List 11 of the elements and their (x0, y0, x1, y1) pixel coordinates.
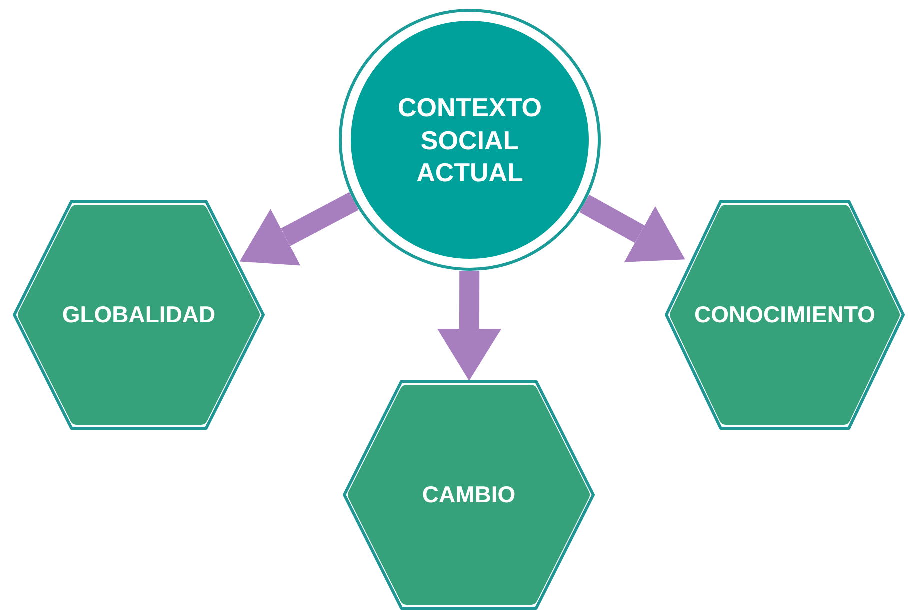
arrow (437, 270, 502, 381)
node-label: CONOCIMIENTO (693, 300, 877, 330)
hexagon-node (343, 380, 595, 610)
node-label: GLOBALIDAD (61, 300, 217, 330)
hexagon-node (665, 200, 905, 430)
arrow (580, 194, 686, 262)
hexagon-node (13, 200, 265, 430)
circle-node (339, 9, 601, 271)
node-label: CONTEXTO SOCIAL ACTUAL (397, 91, 543, 189)
node-label: CAMBIO (421, 480, 517, 510)
arrow (240, 192, 359, 266)
